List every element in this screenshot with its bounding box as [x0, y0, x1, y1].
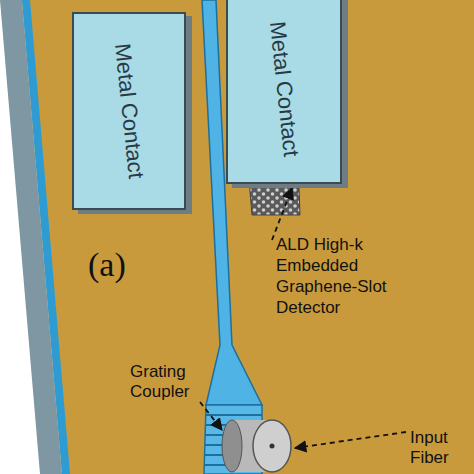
leader-arrows	[200, 188, 406, 448]
panel-label: (a)	[88, 246, 168, 284]
callout-label: Input Fiber	[410, 428, 472, 468]
callout-label: ALD High-k Embedded Graphene-Slot Detect…	[276, 234, 436, 318]
contact-label: Metal Contact	[264, 20, 304, 158]
contact-label: Metal Contact	[109, 42, 149, 180]
input-fiber	[222, 420, 291, 472]
metal-contact: Metal Contact	[226, 0, 342, 184]
callout-label: Grating Coupler	[130, 362, 210, 402]
oxide-edge	[22, 0, 70, 474]
metal-contact: Metal Contact	[72, 12, 186, 210]
